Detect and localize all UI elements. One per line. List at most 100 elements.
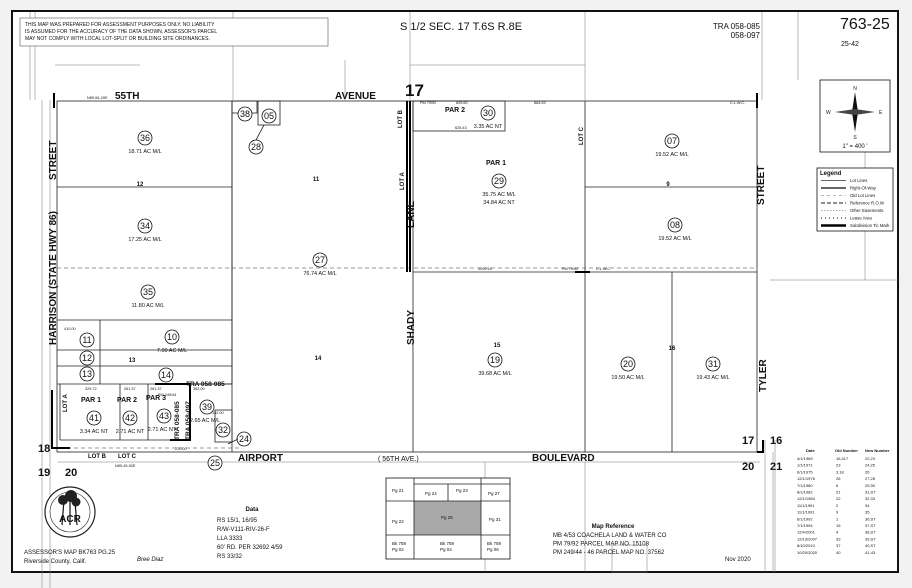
history-cell: 22,23 — [865, 456, 876, 461]
svg-text:Bk 759: Bk 759 — [392, 541, 407, 546]
tra-label: TRA 058-085 — [186, 381, 225, 388]
parcel-par-label: PAR 3 — [146, 395, 166, 402]
legend-item: Reference R.O.W — [850, 201, 885, 206]
parcel-05[interactable]: 05 — [261, 108, 277, 124]
parcel-number-circle — [620, 356, 636, 372]
history-cell: 40,ST — [865, 543, 876, 548]
parcel-number-circle — [237, 106, 253, 122]
parcel-number-circle — [480, 105, 496, 121]
history-cell: 6 — [836, 483, 839, 488]
data-reference-line: RS 15/1, 16/95 — [217, 518, 258, 524]
data-title: Data — [245, 507, 259, 513]
parcel-number: 42 — [125, 413, 135, 423]
parcel-acreage: 19.43 AC M/L — [696, 375, 729, 381]
history-cell: 35 — [865, 510, 870, 515]
lot-label: LOT B — [398, 109, 404, 128]
svg-text:Bk 759: Bk 759 — [440, 541, 455, 546]
history-cell: 12/4/2001 — [797, 530, 816, 535]
parcel-acreage: 19.50 AC M/L — [611, 375, 644, 381]
parcel-acreage: 7.00 AC M/L — [157, 348, 187, 354]
svg-text:Pg 31: Pg 31 — [489, 517, 501, 522]
history-cell: 38,ST — [865, 530, 876, 535]
parcel-number-circle — [79, 366, 95, 382]
dimension-label: 132.00 — [212, 411, 224, 415]
parcel-number: 28 — [251, 142, 261, 152]
history-cell: 7/1/1980 — [797, 483, 813, 488]
map-reference-line: PM 249/44 - 46 PARCEL MAP NO. 37562 — [553, 550, 665, 556]
history-cell: 37 — [836, 543, 841, 548]
parcel-12[interactable]: 12 — [79, 350, 95, 366]
parcel-35[interactable]: 35 11.80 AC M/L — [132, 284, 165, 309]
dimension-label: C.L.W.C. — [596, 267, 611, 271]
history-cell: 39,ST — [865, 536, 876, 541]
parcel-39[interactable]: 392.65 AC M/L — [190, 399, 220, 424]
street-label: AVENUE — [335, 91, 376, 102]
history-cell: 21 — [836, 490, 841, 495]
parcel-32[interactable]: 32 — [215, 422, 231, 438]
parcel-number: 20 — [623, 359, 633, 369]
parcel-20[interactable]: 20 19.50 AC M/L — [611, 356, 645, 381]
parcel-number-circle — [261, 108, 277, 124]
compass-n: N — [853, 86, 857, 92]
parcel-par-label: PAR 2 — [445, 107, 465, 114]
dimension-label: 329.72 — [85, 387, 97, 391]
history-cell: 9 — [836, 510, 839, 515]
parcel-number-circle — [312, 252, 328, 268]
lot-label: LOT B — [88, 454, 107, 460]
parcel-acreage: 11.80 AC M/L — [132, 303, 165, 309]
parcel-11[interactable]: 11 — [79, 332, 95, 348]
dimension-label: 261.37 — [124, 387, 136, 391]
history-cell: 8/10/2010 — [797, 543, 816, 548]
history-header: Date — [806, 448, 815, 453]
disclaimer-line: THIS MAP WAS PREPARED FOR ASSESSMENT PUR… — [25, 22, 215, 28]
history-cell: 1 — [836, 516, 839, 521]
parcel-number-circle — [137, 130, 153, 146]
parcel-38[interactable]: 38 — [237, 106, 253, 122]
history-cell: 11/1/1991 — [797, 503, 815, 508]
parcel-13[interactable]: 13 — [79, 366, 95, 382]
parcel-acreage: 39.68 AC M/L — [478, 371, 511, 377]
parcel-number: 35 — [143, 287, 153, 297]
dimension-label: PM 249/44 — [158, 393, 176, 397]
lot-number: 12 — [137, 182, 144, 188]
map-date: Nov 2020 — [725, 557, 751, 563]
section-number: 18 — [38, 443, 50, 455]
compass-s: S — [853, 135, 857, 141]
parcel-acreage: 2.71 AC NT — [116, 429, 145, 435]
parcel-14[interactable]: 14 — [158, 367, 174, 383]
parcel-number-circle — [86, 410, 102, 426]
parcel-number-circle — [491, 173, 507, 189]
legend-item: Right-Of-Way — [850, 186, 877, 191]
history-cell: 7/1/1994 — [797, 523, 813, 528]
dimension-label: 352.00 — [193, 387, 205, 391]
section-number: 16 — [770, 435, 782, 447]
parcel-25[interactable]: 25 — [207, 455, 223, 471]
section-number: 17 — [742, 435, 754, 447]
parcel-10[interactable]: 107.00 AC M/L — [157, 329, 187, 354]
parcel-number-circle — [122, 410, 138, 426]
sub-number: 25-42 — [841, 41, 859, 48]
parcel-number-circle — [664, 133, 680, 149]
parcel-number: 34 — [140, 221, 150, 231]
parcel-24[interactable]: 24 — [236, 431, 252, 447]
lot-number: 9 — [666, 182, 670, 188]
scale-label: 1" = 400 ' — [842, 144, 867, 150]
parcel-28[interactable]: 28 — [248, 139, 264, 155]
